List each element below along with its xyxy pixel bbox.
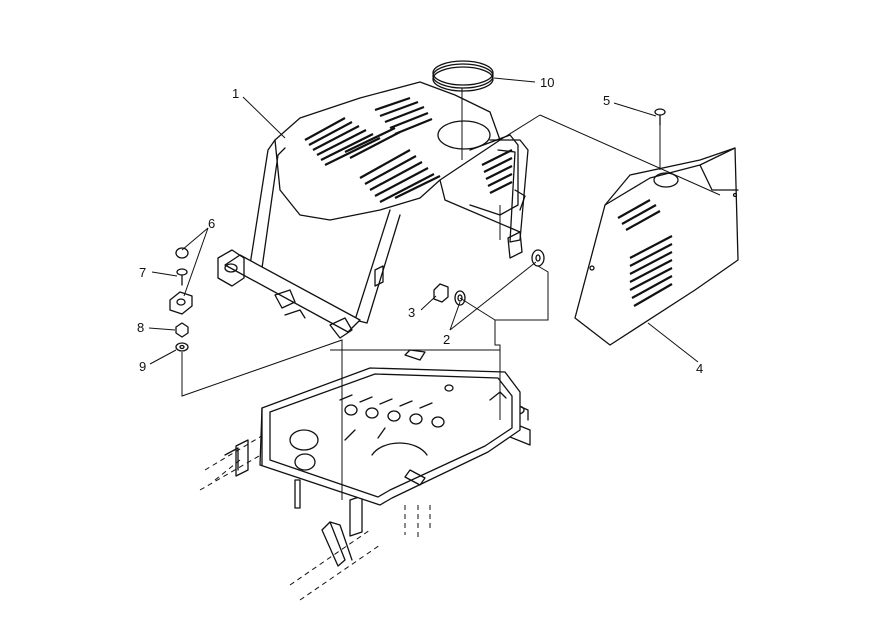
vent-slots-top-left (304, 117, 401, 166)
callout-10: 10 (540, 75, 554, 90)
callout-8: 8 (137, 320, 144, 335)
callout-1: 1 (232, 86, 239, 101)
screw (654, 108, 666, 170)
floor-plate (259, 349, 521, 506)
vent-slots-center (359, 149, 441, 203)
side-cover-panel (574, 147, 739, 346)
callout-5: 5 (603, 93, 610, 108)
assembly-lines (181, 88, 721, 500)
callout-2: 2 (443, 332, 450, 347)
callout-4: 4 (696, 361, 703, 376)
cover-vent-slots (617, 199, 673, 307)
callout-9: 9 (139, 359, 146, 374)
vent-slots-side (481, 149, 513, 194)
callout-6: 6 (208, 216, 215, 231)
callout-labels: 1 2 3 4 5 6 7 8 9 10 (137, 75, 703, 376)
bolt-stack (169, 247, 193, 352)
washers-and-nut (433, 249, 545, 306)
cowl-frame (217, 81, 529, 339)
callout-3: 3 (408, 305, 415, 320)
gasket-ring (432, 60, 494, 92)
callout-leaders (148, 77, 699, 365)
callout-7: 7 (139, 265, 146, 280)
vent-slots-top-right (374, 96, 433, 136)
